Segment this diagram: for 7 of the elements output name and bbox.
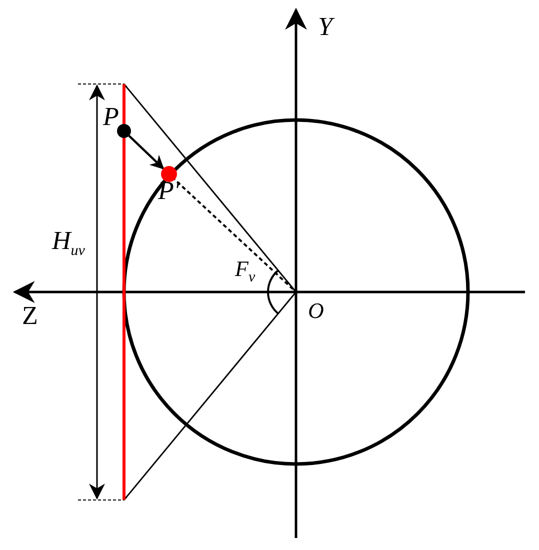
axis-label: Z [22, 303, 38, 329]
axis-label: Y [318, 14, 332, 40]
point-label: P [103, 104, 119, 130]
arrow [128, 135, 164, 170]
origin-label: O [308, 300, 324, 322]
angle-label: F$_{v}$ [235, 258, 256, 286]
dimension-label: H$_{uv}$ [52, 228, 85, 260]
